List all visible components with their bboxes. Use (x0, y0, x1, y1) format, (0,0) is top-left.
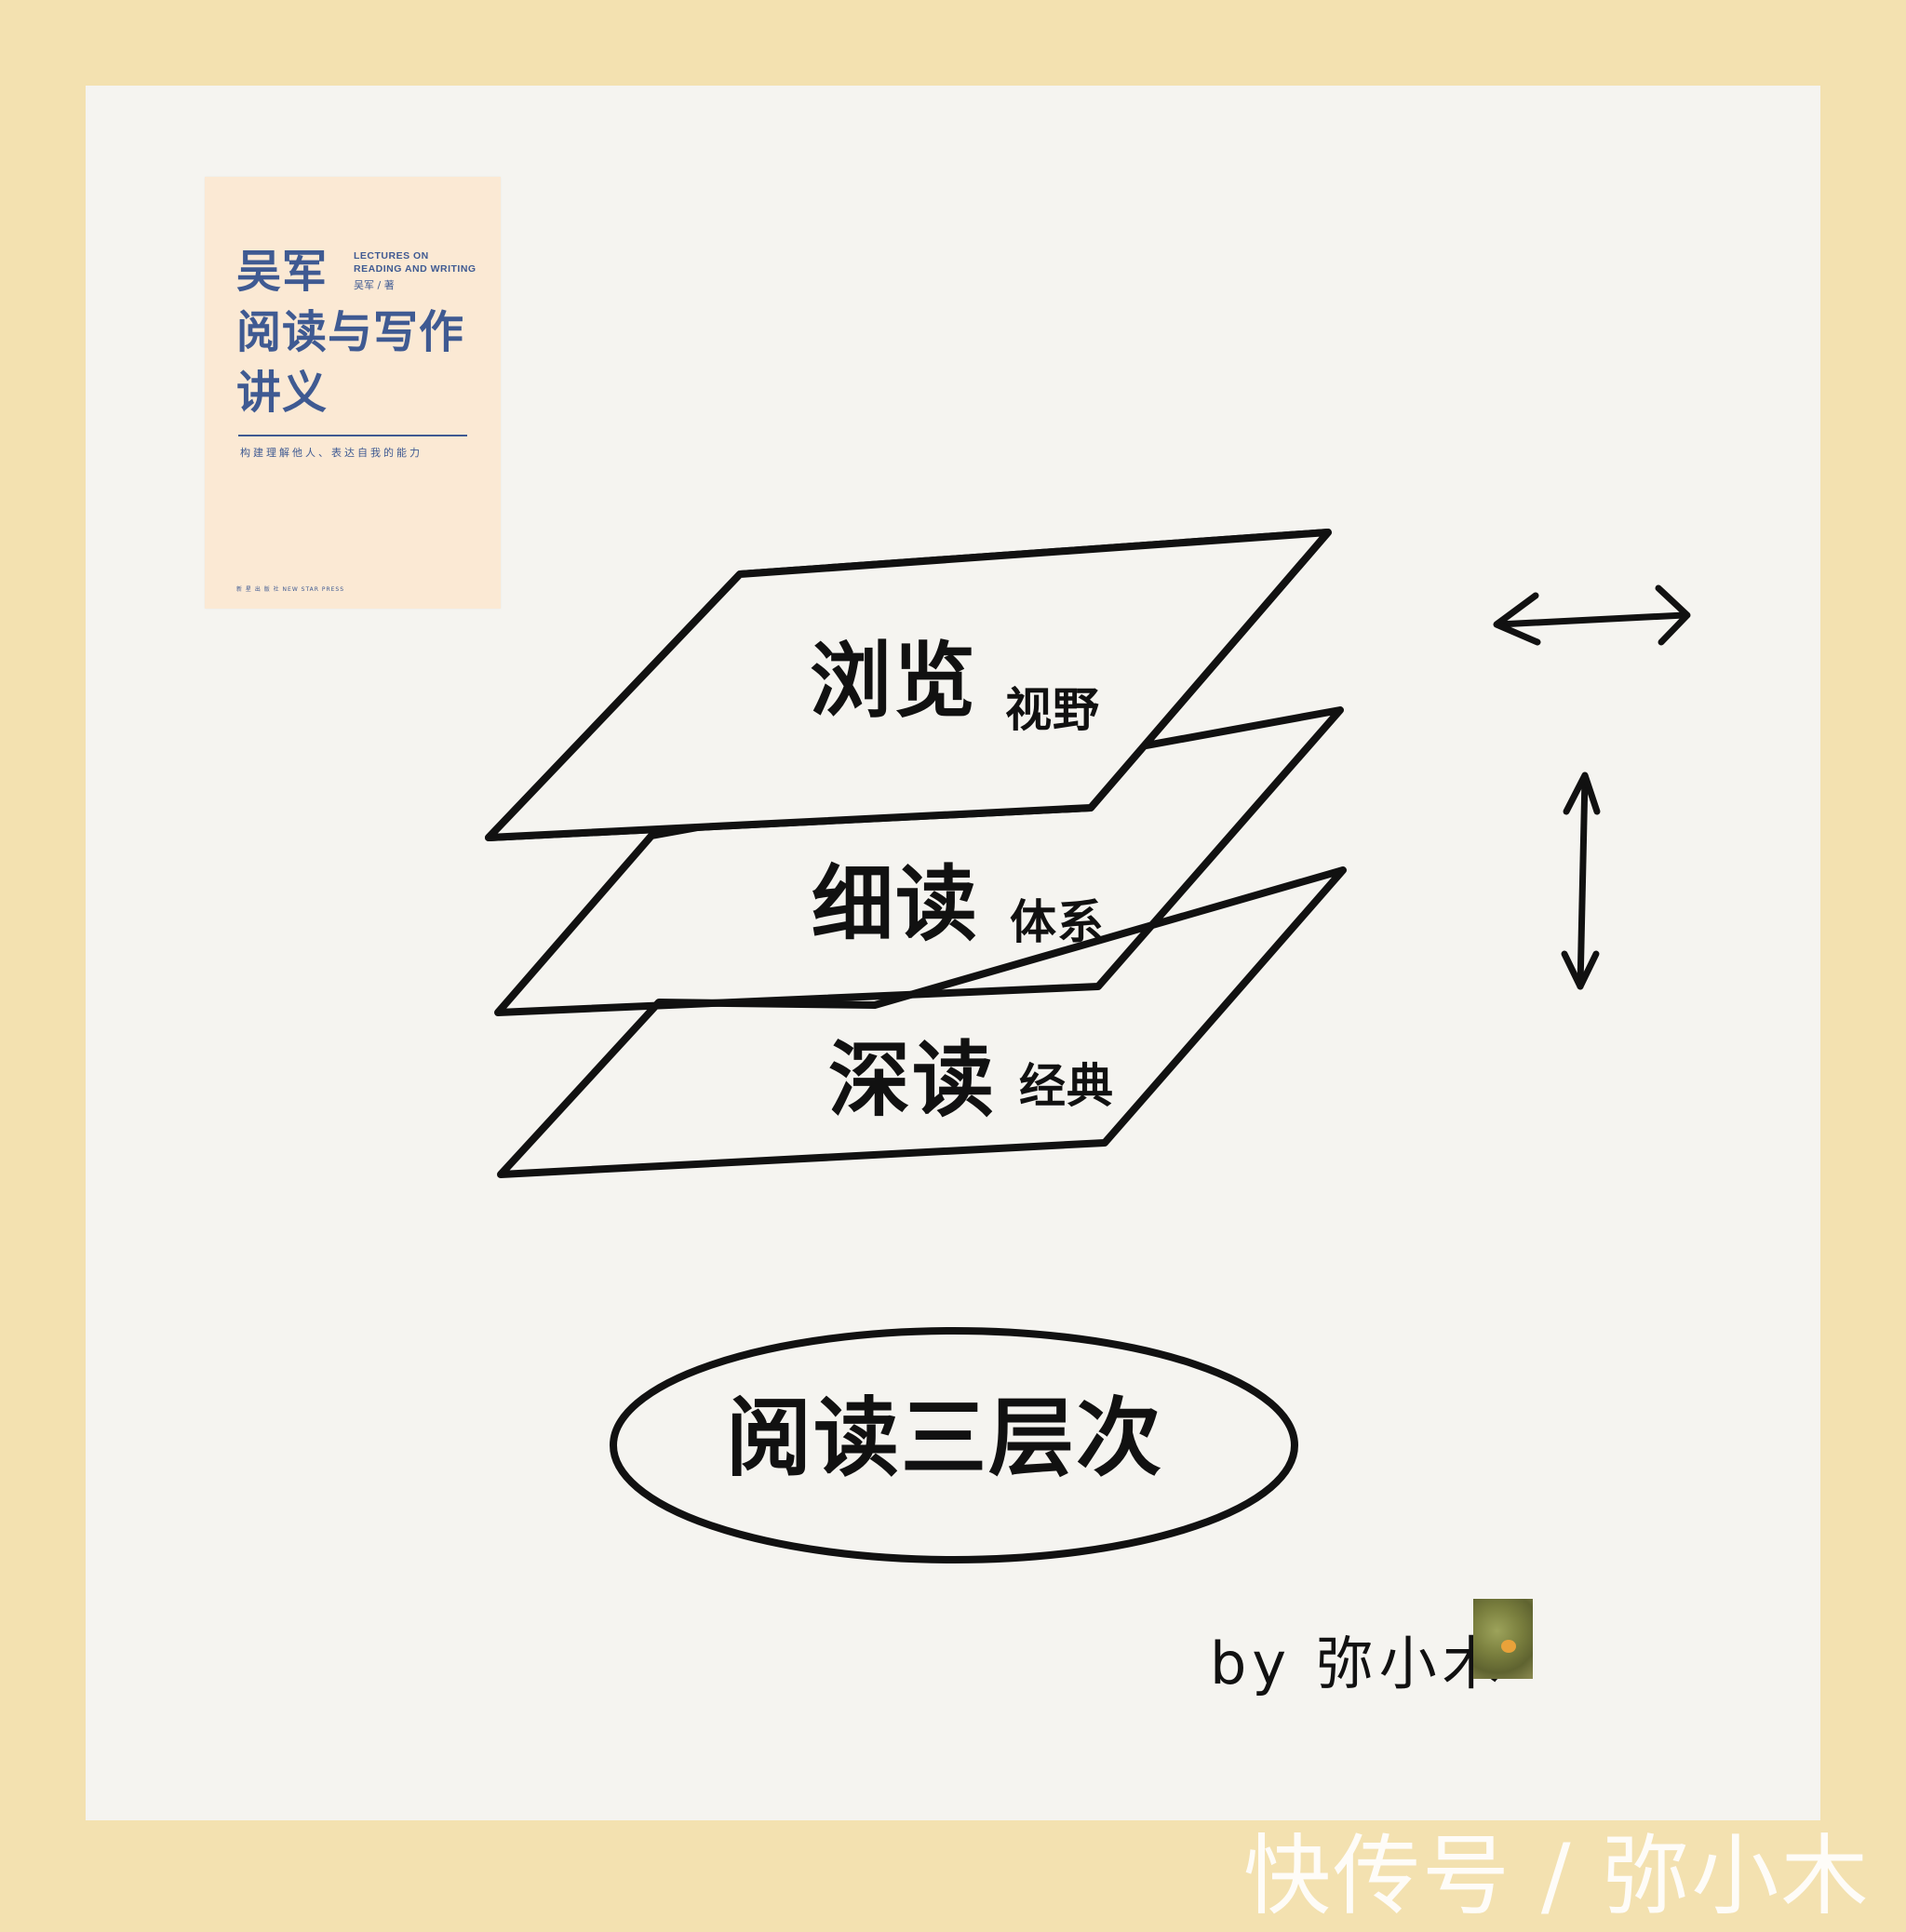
book-author: 吴军 / 著 (354, 279, 395, 291)
book-title-line1: 吴军 (236, 246, 329, 298)
flower-icon (1501, 1640, 1516, 1653)
book-title-line3: 讲义 (236, 367, 329, 419)
layer-title-deep: 深读 (828, 1032, 997, 1128)
book-english-title: LECTURES ON READING AND WRITING (354, 249, 476, 275)
book-divider (238, 435, 467, 436)
layer-subtitle-deep: 经典 (1019, 1059, 1114, 1113)
book-cover: 吴军 LECTURES ON READING AND WRITING 吴军 / … (205, 177, 501, 609)
author-signature: by 弥小木 (1210, 1630, 1506, 1697)
layer-title-browse: 浏览 (810, 633, 978, 729)
book-english-title-line1: LECTURES ON (354, 250, 429, 262)
book-title-line2: 阅读与写作 (236, 306, 465, 358)
avatar-photo (1473, 1599, 1533, 1679)
book-subtitle: 构建理解他人、表达自我的能力 (240, 447, 423, 459)
layer-plane-deep (497, 866, 1347, 1178)
title-ellipse (610, 1327, 1298, 1563)
book-publisher: 新 星 出 版 社 NEW STAR PRESS (236, 586, 345, 593)
layer-subtitle-detail: 体系 (1010, 895, 1105, 949)
double-arrow-vertical-icon (1561, 771, 1601, 990)
book-english-title-line2: READING AND WRITING (354, 263, 476, 275)
watermark: 快传号 / 弥小木 (1243, 1826, 1871, 1927)
diagram-title: 阅读三层次 (726, 1389, 1164, 1488)
double-arrow-horizontal-icon (1493, 584, 1691, 646)
layer-title-detail: 细读 (812, 856, 980, 952)
layer-subtitle-browse: 视野 (1005, 683, 1100, 737)
